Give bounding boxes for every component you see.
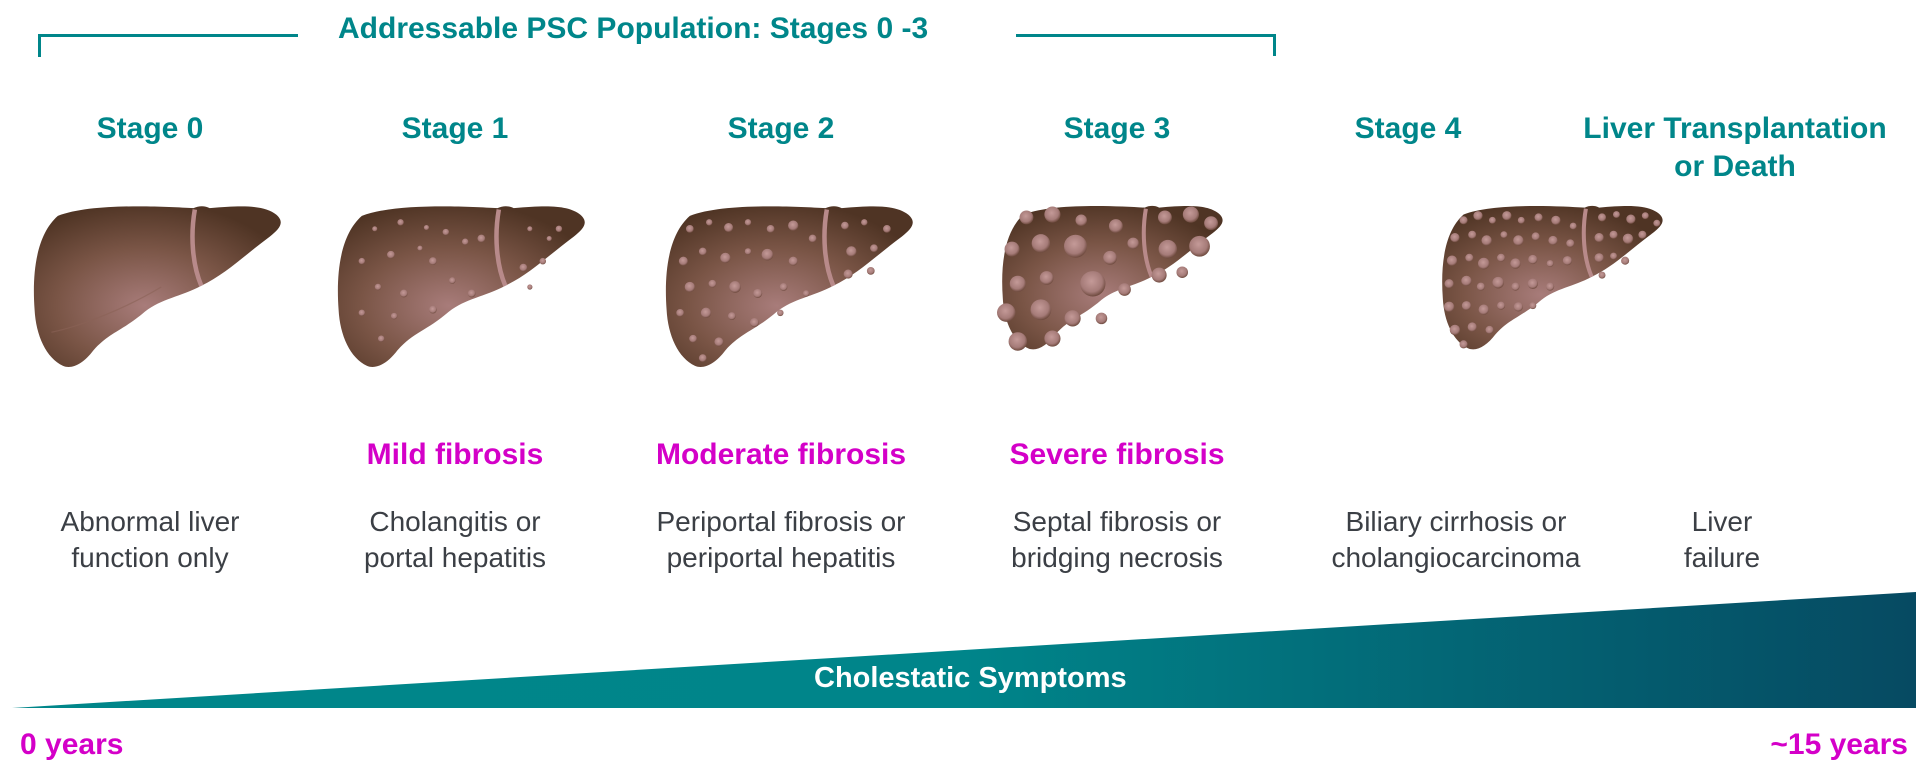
timeline-start-label: 0 years	[20, 728, 124, 761]
stage-2-description: Periportal fibrosis or periportal hepati…	[656, 506, 906, 573]
liver-stage-4-icon	[1442, 205, 1663, 350]
liver-stage-1-icon	[337, 206, 585, 367]
stage-3-title: Stage 3	[1063, 112, 1171, 145]
liver-stage-0-icon	[33, 206, 281, 367]
bracket-right-horizontal	[1016, 34, 1276, 37]
stage-3-fibrosis-label: Severe fibrosis	[1009, 438, 1225, 471]
stage-4-title: Stage 4	[1354, 112, 1462, 145]
stage-1-fibrosis-label: Mild fibrosis	[366, 438, 544, 471]
stage-2-title: Stage 2	[727, 112, 835, 145]
stage-0-description: Abnormal liver function only	[60, 506, 240, 573]
stage-0-title: Stage 0	[96, 112, 204, 145]
bracket-left-horizontal	[38, 34, 298, 37]
stage-1-title: Stage 1	[401, 112, 509, 145]
transplant-death-title-line1: Liver Transplantation	[1583, 112, 1887, 145]
stage-4-description: Biliary cirrhosis or cholangiocarcinoma	[1331, 506, 1581, 573]
bracket-right-vertical	[1273, 34, 1276, 56]
stage-3-description: Septal fibrosis or bridging necrosis	[1011, 506, 1223, 573]
transplant-death-title: Liver Transplantation or Death	[1550, 110, 1920, 186]
cholestatic-symptoms-label: Cholestatic Symptoms	[814, 662, 1127, 694]
transplant-death-title-line2: or Death	[1674, 150, 1796, 183]
timeline-end-label: ~15 years	[1770, 728, 1908, 761]
cholestatic-symptoms-wedge	[12, 592, 1916, 708]
liver-stage-3-icon	[997, 205, 1223, 351]
stage-1-description: Cholangitis or portal hepatitis	[363, 506, 547, 573]
liver-failure-description: Liver failure	[1683, 506, 1761, 573]
liver-stage-2-icon	[665, 206, 913, 367]
bracket-left-vertical	[38, 34, 41, 57]
stage-2-fibrosis-label: Moderate fibrosis	[655, 438, 907, 471]
addressable-population-title: Addressable PSC Population: Stages 0 -3	[338, 12, 929, 45]
